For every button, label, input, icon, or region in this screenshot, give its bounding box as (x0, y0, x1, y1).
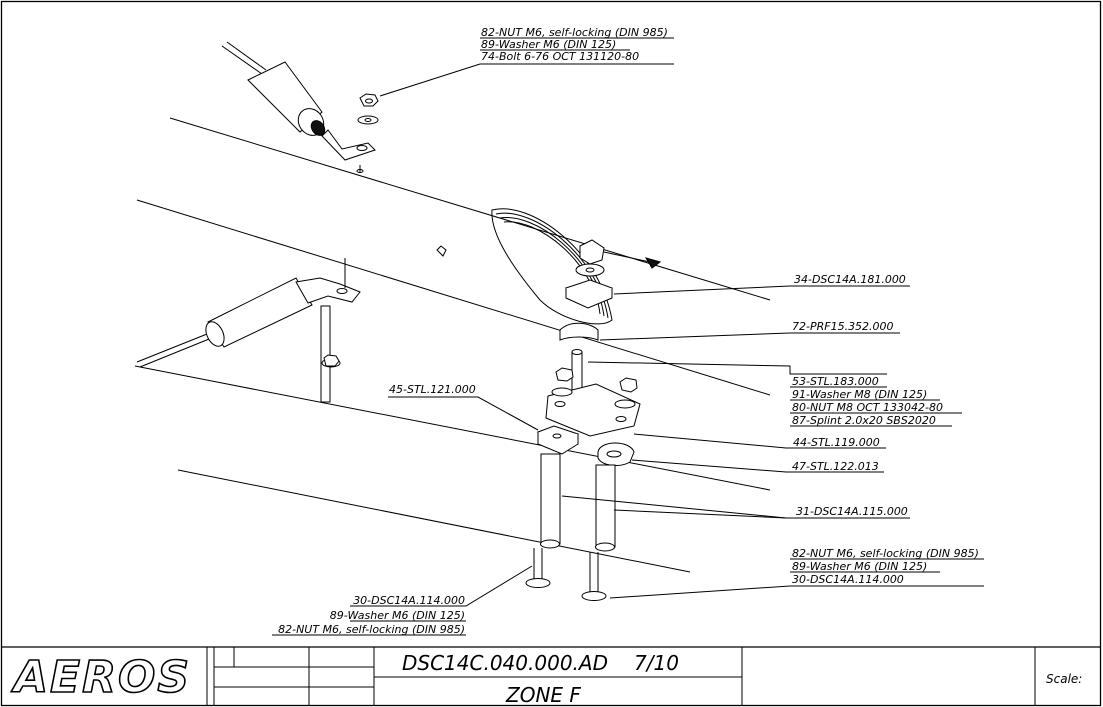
label-44: 44-STL.119.000 (793, 436, 880, 449)
part-30-bolts (525, 548, 607, 601)
label-47: 47-STL.122.013 (792, 460, 879, 473)
zone-label: ZONE F (505, 683, 581, 707)
part-72-saddle (559, 322, 599, 341)
label-rb-2: 30-DSC14A.114.000 (792, 573, 904, 586)
label-group-left-bottom: 30-DSC14A.114.000 89-Washer M6 (DIN 125)… (278, 594, 465, 636)
top-nut-washer (357, 93, 379, 125)
aeros-logo: AEROS (11, 652, 191, 703)
title-block (2, 646, 1101, 706)
label-top-2: 74-Bolt 6-76 OCT 131120-80 (481, 50, 639, 63)
scale-label: Scale: (1046, 672, 1082, 686)
part-45-block (536, 425, 580, 455)
label-lb-1: 89-Washer M6 (DIN 125) (330, 609, 465, 622)
label-lb-2: 82-NUT M6, self-locking (DIN 985) (278, 623, 465, 636)
top-cable-assembly (221, 41, 376, 173)
label-mid-3: 87-Splint 2.0x20 SBS2020 (792, 414, 936, 427)
sheet-number: 7/10 (634, 651, 679, 675)
part-53-pin (571, 349, 583, 393)
label-72: 72-PRF15.352.000 (792, 320, 894, 333)
tube-hole (436, 245, 447, 257)
drawing-number: DSC14C.040.000.AD (402, 651, 608, 675)
part-47-disc (597, 442, 635, 466)
label-34: 34-DSC14A.181.000 (794, 273, 906, 286)
label-45: 45-STL.121.000 (389, 383, 476, 396)
label-mid-0: 53-STL.183.000 (792, 375, 879, 388)
label-top-0: 82-NUT M6, self-locking (DIN 985) (481, 26, 668, 39)
label-31: 31-DSC14A.115.000 (796, 505, 908, 518)
label-rb-1: 89-Washer M6 (DIN 125) (792, 560, 927, 573)
part-34-block (564, 279, 614, 309)
label-group-right-bottom: 82-NUT M6, self-locking (DIN 985) 89-Was… (792, 547, 979, 586)
leader-lines (350, 63, 984, 607)
part-44-plate (545, 367, 641, 437)
label-top-1: 89-Washer M6 (DIN 125) (481, 38, 616, 51)
label-mid-2: 80-NUT M8 OCT 133042-80 (792, 401, 943, 414)
part-31-tubes (540, 453, 616, 552)
label-underlines (272, 37, 984, 636)
label-group-top: 82-NUT M6, self-locking (DIN 985) 89-Was… (481, 26, 668, 63)
label-lb-0: 30-DSC14A.114.000 (353, 594, 465, 607)
top-right-bolt (575, 239, 662, 277)
keel-tube-lower (134, 365, 771, 573)
keel-tube-upper (136, 117, 771, 396)
label-mid-1: 91-Washer M8 (DIN 125) (792, 388, 927, 401)
mid-cable-assembly (136, 258, 361, 403)
label-rb-0: 82-NUT M6, self-locking (DIN 985) (792, 547, 979, 560)
label-group-mid: 53-STL.183.000 91-Washer M8 (DIN 125) 80… (792, 375, 943, 427)
